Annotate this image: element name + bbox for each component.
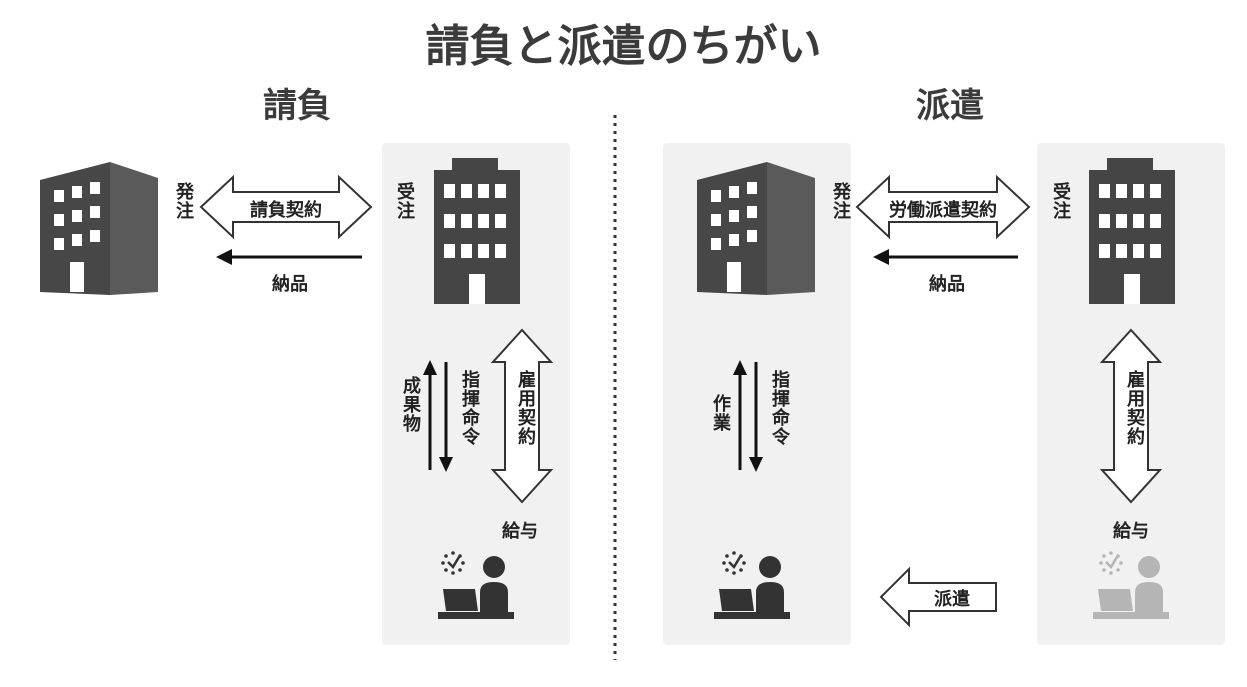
haken-dispatch-arrow bbox=[879, 566, 997, 628]
ukeoi-employment-arrow bbox=[490, 328, 554, 504]
ukeoi-delivery-label: 納品 bbox=[272, 274, 308, 295]
ukeoi-instruction-arrow bbox=[439, 362, 453, 472]
ukeoi-deliverable-label: 成果物 bbox=[400, 376, 421, 433]
ukeoi-deliverable-arrow bbox=[423, 360, 437, 470]
ukeoi-instruction-label: 指揮命令 bbox=[459, 370, 480, 446]
haken-work-label: 作業 bbox=[710, 394, 731, 432]
haken-dispatch-label: 派遣 bbox=[934, 589, 970, 610]
haken-heading: 派遣 bbox=[916, 86, 984, 126]
ukeoi-contractor-building-icon bbox=[434, 158, 520, 304]
ukeoi-contractor-panel bbox=[382, 143, 570, 645]
ukeoi-orderer-building-icon bbox=[40, 162, 158, 295]
ukeoi-delivery-arrow bbox=[216, 249, 362, 265]
ukeoi-employment-label: 雇用契約 bbox=[515, 370, 536, 446]
haken-delivery-arrow bbox=[873, 249, 1018, 265]
ukeoi-contract-label: 請負契約 bbox=[250, 200, 322, 221]
ukeoi-heading: 請負 bbox=[263, 86, 331, 126]
haken-contract-label: 労働派遣契約 bbox=[889, 200, 997, 221]
ukeoi-salary-label: 給与 bbox=[502, 521, 538, 542]
ukeoi-contractor-label: 受注 bbox=[394, 182, 415, 220]
haken-employment-arrow bbox=[1099, 328, 1163, 504]
ukeoi-worker-icon bbox=[438, 551, 514, 619]
page-title: 請負と派遣のちがい bbox=[425, 21, 822, 72]
haken-worker-icon bbox=[714, 551, 790, 619]
haken-salary-label: 給与 bbox=[1113, 521, 1149, 542]
haken-orderer-label: 発注 bbox=[830, 182, 851, 220]
haken-contract-arrow bbox=[855, 174, 1031, 240]
haken-client-building-icon bbox=[697, 162, 815, 295]
haken-work-arrow bbox=[733, 360, 747, 470]
haken-employment-label: 雇用契約 bbox=[1124, 370, 1145, 446]
haken-delivery-label: 納品 bbox=[929, 274, 965, 295]
ukeoi-contract-arrow bbox=[199, 174, 373, 240]
haken-instruction-arrow bbox=[749, 362, 763, 472]
haken-instruction-label: 指揮命令 bbox=[769, 370, 790, 446]
haken-faded-worker-icon bbox=[1093, 551, 1169, 619]
ukeoi-orderer-label: 発注 bbox=[173, 182, 194, 220]
haken-contractor-label: 受注 bbox=[1050, 182, 1071, 220]
haken-agency-building-icon bbox=[1089, 158, 1175, 304]
